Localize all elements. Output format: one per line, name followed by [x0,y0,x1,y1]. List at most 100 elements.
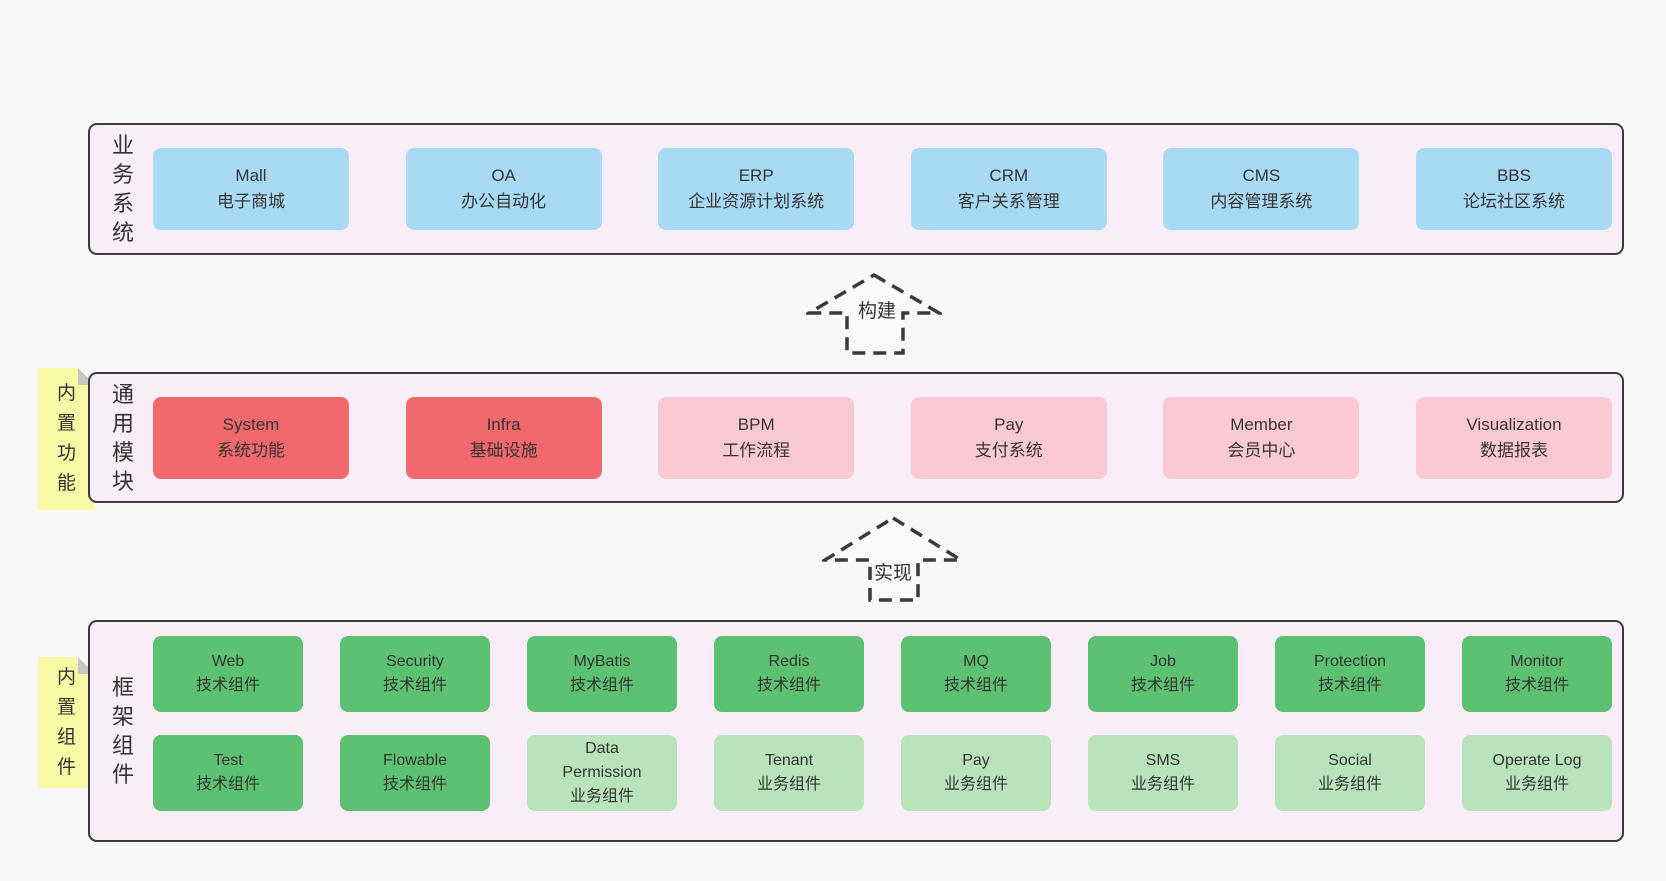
box-title: BPM [737,414,775,434]
box-title: Operate Log [1492,752,1582,769]
box-subtitle: 技术组件 [756,677,821,694]
box-subtitle: 基础设施 [469,440,538,460]
box-subtitle: 支付系统 [974,440,1043,460]
box-member: Member 会员中心 [1163,396,1360,479]
box-title: Member [1230,414,1293,434]
section-vertical-label: 业务系统 [111,133,134,245]
box-erp: ERP 企业资源计划系统 [658,148,855,230]
box-subtitle: 技术组件 [1130,677,1195,694]
box-title: Social [1328,752,1372,769]
box-title: Test [213,752,243,769]
box-tenant: Tenant 业务组件 [714,735,864,811]
box-redis: Redis 技术组件 [714,636,864,712]
box-visualization: Visualization 数据报表 [1415,396,1612,479]
box-subtitle: 会员中心 [1227,440,1296,460]
box-subtitle: 系统功能 [217,440,285,460]
sticky-note-label: 内置功能 [56,383,76,494]
box-title: CRM [989,166,1029,185]
box-title: Visualization [1466,414,1562,434]
arrow-up-icon [802,272,946,355]
box-title: SMS [1145,752,1181,769]
box-social: Social 业务组件 [1275,735,1425,811]
box-crm: CRM 客户关系管理 [910,148,1107,230]
box-subtitle: 内容管理系统 [1210,192,1313,211]
section-common-modules: 通用模块 System 系统功能 Infra 基础设施 BPM 工作流程 Pay… [88,372,1624,503]
box-title: Web [211,653,245,670]
box-title: OA [491,166,516,185]
components-box-row-2: Test 技术组件 Flowable 技术组件 Data Permission … [143,735,1622,811]
box-bpm: BPM 工作流程 [658,396,855,479]
box-title: Security [386,653,444,670]
box-title: Data Permission [562,740,642,781]
box-flowable: Flowable 技术组件 [340,735,490,811]
box-title: ERP [738,166,774,185]
arrow-up-icon [818,515,968,602]
box-subtitle: 数据报表 [1479,440,1548,460]
box-pay-component: Pay 业务组件 [901,735,1051,811]
box-title: MQ [963,653,989,670]
box-subtitle: 技术组件 [382,677,447,694]
box-title: Mall [235,166,267,185]
box-subtitle: 技术组件 [195,677,260,694]
box-title: Redis [768,653,810,670]
box-protection: Protection 技术组件 [1275,636,1425,712]
box-subtitle: 电子商城 [217,192,285,211]
box-test: Test 技术组件 [153,735,303,811]
box-mall: Mall 电子商城 [153,148,349,230]
section-vertical-label: 通用模块 [111,381,134,494]
box-subtitle: 业务组件 [1504,776,1569,793]
box-monitor: Monitor 技术组件 [1462,636,1612,712]
box-subtitle: 业务组件 [1317,776,1382,793]
box-sms: SMS 业务组件 [1088,735,1238,811]
box-title: Tenant [764,752,814,769]
box-subtitle: 技术组件 [1317,677,1382,694]
box-cms: CMS 内容管理系统 [1163,148,1360,230]
box-title: MyBatis [573,653,631,670]
arrow-up-build [802,272,946,361]
sticky-note-builtin-features: 内置功能 [38,368,95,510]
box-title: Job [1150,653,1176,670]
section-vertical-label: 框架组件 [111,675,134,787]
box-subtitle: 客户关系管理 [957,192,1060,211]
box-system: System 系统功能 [153,396,349,479]
box-subtitle: 业务组件 [1130,776,1195,793]
box-title: BBS [1496,166,1531,185]
sticky-note-builtin-components: 内置组件 [38,657,95,788]
business-box-row: Mall 电子商城 OA 办公自动化 ERP 企业资源计划系统 CRM 客户关系… [143,148,1622,230]
box-subtitle: 技术组件 [1504,677,1569,694]
section-framework-components: 框架组件 Web 技术组件 Security 技术组件 MyBatis 技术组件… [88,620,1624,842]
section-business-systems: 业务系统 Mall 电子商城 OA 办公自动化 ERP 企业资源计划系统 CRM… [88,123,1624,255]
box-title: Pay [962,752,990,769]
box-subtitle: 企业资源计划系统 [688,192,825,211]
box-mq: MQ 技术组件 [901,636,1051,712]
box-subtitle: 技术组件 [569,677,634,694]
box-title: CMS [1242,166,1281,185]
box-infra: Infra 基础设施 [405,396,602,479]
box-bbs: BBS 论坛社区系统 [1415,148,1612,230]
modules-box-row: System 系统功能 Infra 基础设施 BPM 工作流程 Pay 支付系统… [143,396,1622,479]
box-web: Web 技术组件 [153,636,303,712]
box-job: Job 技术组件 [1088,636,1238,712]
box-oa: OA 办公自动化 [405,148,602,230]
box-title: Pay [994,414,1024,434]
box-subtitle: 工作流程 [722,440,791,460]
box-subtitle: 技术组件 [943,677,1008,694]
arrow-up-implement [818,515,968,608]
box-title: Flowable [382,752,448,769]
box-title: Protection [1313,653,1387,670]
arrow-build-label: 构建 [857,301,896,322]
box-title: Monitor [1510,653,1564,670]
components-box-row-1: Web 技术组件 Security 技术组件 MyBatis 技术组件 Redi… [143,636,1622,712]
box-subtitle: 技术组件 [382,776,447,793]
box-mybatis: MyBatis 技术组件 [527,636,677,712]
components-rows: Web 技术组件 Security 技术组件 MyBatis 技术组件 Redi… [143,622,1622,811]
box-title: Infra [486,414,521,434]
box-subtitle: 业务组件 [569,788,634,805]
box-subtitle: 办公自动化 [461,192,547,211]
box-subtitle: 业务组件 [756,776,821,793]
box-operate-log: Operate Log 业务组件 [1462,735,1612,811]
sticky-note-label: 内置组件 [56,666,76,778]
box-subtitle: 业务组件 [943,776,1008,793]
box-security: Security 技术组件 [340,636,490,712]
box-subtitle: 技术组件 [195,776,260,793]
